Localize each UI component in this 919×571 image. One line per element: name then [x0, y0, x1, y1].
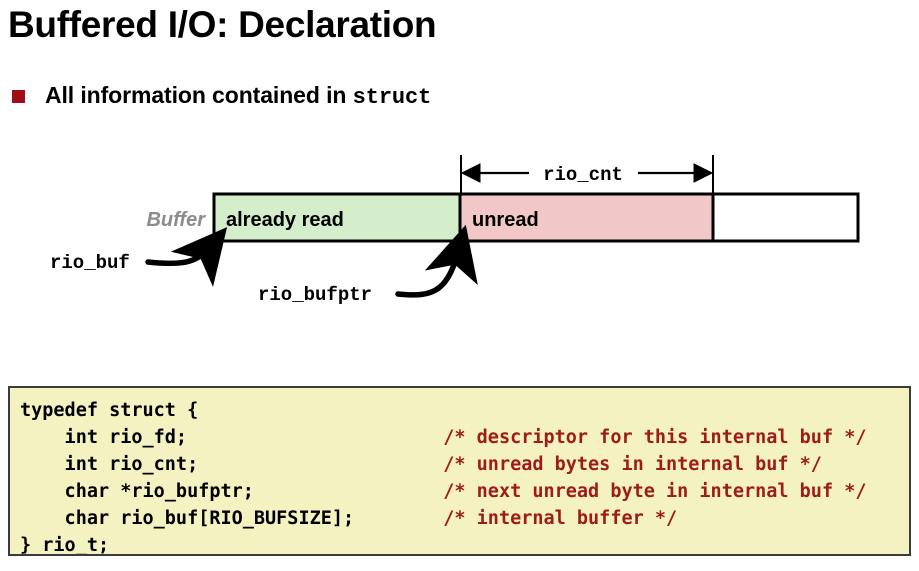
code-block: typedef struct { int rio_fd; /* descript…: [8, 386, 911, 556]
buffer-segment-already-read: [212, 192, 462, 243]
bullet-text-struct-keyword: struct: [352, 85, 432, 110]
buffer-segment-unread: [458, 192, 715, 243]
bullet-item: All information contained in struct: [12, 82, 431, 110]
code-line-comment: /* unread bytes in internal buf */: [443, 454, 822, 475]
buffer-segment-unread-label: unread: [472, 209, 539, 231]
buffer-diagram: rio_cnt Buffer already read unread rio_b…: [0, 140, 919, 320]
code-line-text: typedef struct {: [20, 400, 199, 421]
buffer-segment-free: [711, 192, 860, 243]
page-title: Buffered I/O: Declaration: [8, 4, 437, 45]
code-line-text: char *rio_bufptr;: [20, 481, 444, 502]
code-line-comment: /* descriptor for this internal buf */: [443, 427, 867, 448]
bullet-item-label: All information contained in struct: [45, 82, 431, 110]
code-line-comment: /* internal buffer */: [443, 508, 678, 529]
code-line-text: char rio_buf[RIO_BUFSIZE];: [20, 508, 444, 529]
rio-buf-label: rio_buf: [50, 252, 130, 274]
code-line-text: int rio_cnt;: [20, 454, 444, 475]
square-bullet-icon: [12, 89, 25, 103]
rio-buf-arrow: [145, 227, 228, 287]
rio-bufptr-arrow: [395, 224, 478, 298]
buffer-label: Buffer: [146, 209, 206, 231]
buffer-segment-already-read-label: already read: [226, 209, 344, 231]
measure-label-rio-cnt: rio_cnt: [543, 164, 623, 186]
code-line-comment: /* next unread byte in internal buf */: [443, 481, 867, 502]
rio-bufptr-label: rio_bufptr: [258, 284, 372, 306]
code-line-text: } rio_t;: [20, 535, 110, 556]
code-block-content: typedef struct { int rio_fd; /* descript…: [20, 398, 909, 556]
code-line-text: int rio_fd;: [20, 427, 444, 448]
bullet-text-plain: All information contained in: [45, 82, 353, 108]
